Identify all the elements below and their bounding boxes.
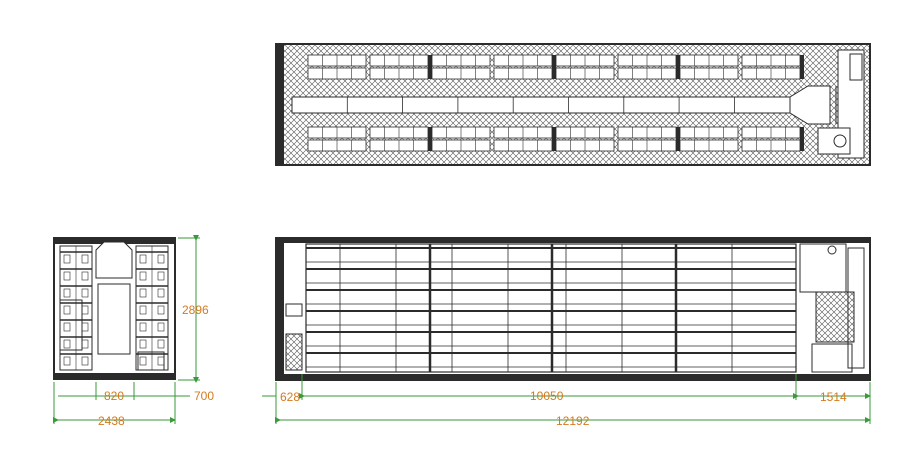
side-control-panel <box>285 303 303 317</box>
end-roof <box>54 238 175 244</box>
dim-front-offset: 628 <box>280 390 300 404</box>
side-floor <box>276 374 870 380</box>
plan-hvac-unit <box>789 85 831 125</box>
dim-total-length: 12192 <box>556 414 590 428</box>
side-front-wall <box>276 238 284 380</box>
side-rack-shelves <box>305 243 797 373</box>
plan-aisle <box>291 96 791 114</box>
plan-racks-bottom <box>307 126 804 152</box>
dim-total-width: 2438 <box>98 414 125 428</box>
side-front-cabinet <box>285 333 303 371</box>
end-rack-right <box>135 245 169 371</box>
dim-side-offset: 700 <box>194 389 214 403</box>
end-view <box>53 237 176 380</box>
side-pump-unit <box>811 343 853 373</box>
end-hvac-duct <box>95 241 133 279</box>
dimension-labels: 2896 820 700 2438 628 10050 1514 12192 <box>98 303 847 428</box>
side-rear-upper <box>799 243 847 293</box>
plan-panel <box>849 53 863 81</box>
end-door <box>97 283 131 355</box>
end-floor <box>54 373 175 379</box>
dim-aisle-width: 820 <box>104 389 124 403</box>
plan-aisle-dividers <box>346 97 735 113</box>
plan-view <box>275 43 871 166</box>
dim-rear-section: 1514 <box>820 390 847 404</box>
side-view <box>275 237 871 381</box>
side-roof <box>276 238 870 243</box>
side-rear-cabinet <box>847 247 865 369</box>
dim-height: 2896 <box>182 303 209 317</box>
dimension-lines <box>53 235 871 424</box>
plan-racks-top <box>307 54 804 80</box>
dim-rack-length: 10050 <box>530 389 564 403</box>
side-outline <box>275 237 871 381</box>
plan-pump <box>833 134 847 148</box>
plan-front-wall <box>276 44 284 165</box>
